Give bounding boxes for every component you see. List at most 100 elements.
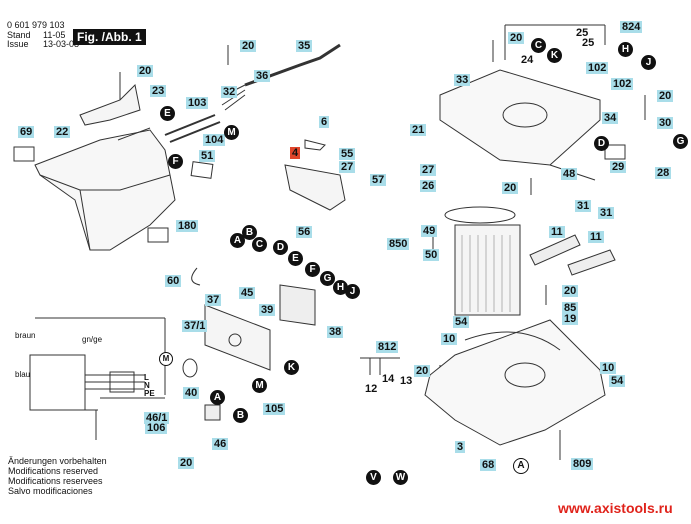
part-number: 0 601 979 103 bbox=[7, 20, 65, 30]
connector-C[interactable]: C bbox=[252, 237, 267, 252]
callout-33[interactable]: 33 bbox=[454, 74, 471, 86]
callout-27[interactable]: 27 bbox=[339, 161, 356, 173]
callout-29[interactable]: 29 bbox=[610, 161, 627, 173]
terminal-PE: PE bbox=[144, 389, 155, 398]
callout-31[interactable]: 31 bbox=[575, 200, 592, 212]
callout-103[interactable]: 103 bbox=[186, 97, 209, 109]
label-69 bbox=[13, 146, 35, 162]
callout-10[interactable]: 10 bbox=[600, 362, 617, 374]
connector-C[interactable]: C bbox=[531, 38, 546, 53]
callout-20[interactable]: 20 bbox=[414, 365, 431, 377]
callout-46-1[interactable]: 46/1 bbox=[144, 412, 170, 424]
callout-20[interactable]: 20 bbox=[508, 32, 525, 44]
callout-37[interactable]: 37 bbox=[205, 294, 222, 306]
connector-G[interactable]: G bbox=[673, 134, 688, 149]
connector-A[interactable]: A bbox=[230, 233, 245, 248]
connector-J[interactable]: J bbox=[345, 284, 360, 299]
connector-J[interactable]: J bbox=[641, 55, 656, 70]
connector-K[interactable]: K bbox=[284, 360, 299, 375]
connector-A[interactable]: A bbox=[513, 458, 529, 474]
connector-B[interactable]: B bbox=[242, 225, 257, 240]
connector-F[interactable]: F bbox=[168, 154, 183, 169]
callout-104[interactable]: 104 bbox=[203, 134, 226, 146]
callout-28[interactable]: 28 bbox=[655, 167, 672, 179]
callout-50[interactable]: 50 bbox=[423, 249, 440, 261]
connector-D[interactable]: D bbox=[594, 136, 609, 151]
callout-38[interactable]: 38 bbox=[327, 326, 344, 338]
connector-H[interactable]: H bbox=[333, 280, 348, 295]
connector-G[interactable]: G bbox=[320, 271, 335, 286]
circuit-board-part-38 bbox=[279, 284, 316, 326]
callout-20[interactable]: 20 bbox=[137, 65, 154, 77]
callout-809[interactable]: 809 bbox=[571, 458, 594, 470]
callout-3[interactable]: 3 bbox=[455, 441, 466, 453]
terminal-L: L bbox=[144, 373, 149, 382]
callout-40[interactable]: 40 bbox=[183, 387, 200, 399]
top-housing-part-21 bbox=[439, 69, 601, 166]
connector-W[interactable]: W bbox=[393, 470, 408, 485]
callout-102[interactable]: 102 bbox=[586, 62, 609, 74]
callout-20[interactable]: 20 bbox=[657, 90, 674, 102]
connector-D[interactable]: D bbox=[273, 240, 288, 255]
callout-32[interactable]: 32 bbox=[221, 86, 238, 98]
callout-19[interactable]: 19 bbox=[562, 313, 579, 325]
connector-M[interactable]: M bbox=[252, 378, 267, 393]
note-fr: Modifications reservees bbox=[8, 476, 103, 486]
callout-37-1[interactable]: 37/1 bbox=[182, 320, 208, 332]
callout-23[interactable]: 23 bbox=[150, 85, 167, 97]
callout-45[interactable]: 45 bbox=[239, 287, 256, 299]
issue-label: Issue bbox=[7, 39, 29, 49]
callout-26[interactable]: 26 bbox=[420, 180, 437, 192]
callout-30[interactable]: 30 bbox=[657, 117, 674, 129]
callout-46[interactable]: 46 bbox=[212, 438, 229, 450]
callout-55[interactable]: 55 bbox=[339, 148, 356, 160]
figure-title: Fig. /Abb. 1 bbox=[73, 29, 146, 45]
connector-M[interactable]: M bbox=[224, 125, 239, 140]
callout-105[interactable]: 105 bbox=[263, 403, 286, 415]
connector-F[interactable]: F bbox=[305, 262, 320, 277]
connector-B[interactable]: B bbox=[233, 408, 248, 423]
callout-850[interactable]: 850 bbox=[387, 238, 410, 250]
callout-48[interactable]: 48 bbox=[561, 168, 578, 180]
callout-4[interactable]: 4 bbox=[290, 147, 301, 159]
callout-56[interactable]: 56 bbox=[296, 226, 313, 238]
callout-106[interactable]: 106 bbox=[145, 422, 168, 434]
callout-180[interactable]: 180 bbox=[176, 220, 199, 232]
callout-11[interactable]: 11 bbox=[588, 231, 604, 243]
callout-812[interactable]: 812 bbox=[376, 341, 399, 353]
callout-20[interactable]: 20 bbox=[562, 285, 579, 297]
callout-60[interactable]: 60 bbox=[165, 275, 182, 287]
callout-102[interactable]: 102 bbox=[611, 78, 634, 90]
callout-11[interactable]: 11 bbox=[549, 226, 565, 238]
callout-54[interactable]: 54 bbox=[453, 316, 470, 328]
callout-49[interactable]: 49 bbox=[421, 225, 438, 237]
callout-34[interactable]: 34 bbox=[602, 112, 619, 124]
callout-6[interactable]: 6 bbox=[319, 116, 330, 128]
callout-68[interactable]: 68 bbox=[480, 459, 497, 471]
callout-69[interactable]: 69 bbox=[18, 126, 35, 138]
callout-85[interactable]: 85 bbox=[562, 302, 579, 314]
label-14: 14 bbox=[382, 373, 395, 385]
connector-K[interactable]: K bbox=[547, 48, 562, 63]
callout-824[interactable]: 824 bbox=[620, 21, 643, 33]
connector-E[interactable]: E bbox=[288, 251, 303, 266]
callout-20[interactable]: 20 bbox=[502, 182, 519, 194]
callout-31[interactable]: 31 bbox=[598, 207, 615, 219]
callout-22[interactable]: 22 bbox=[54, 126, 71, 138]
callout-10[interactable]: 10 bbox=[441, 333, 458, 345]
connector-V[interactable]: V bbox=[366, 470, 381, 485]
website-link[interactable]: www.axistools.ru bbox=[558, 500, 673, 516]
callout-20[interactable]: 20 bbox=[178, 457, 195, 469]
connector-H[interactable]: H bbox=[618, 42, 633, 57]
connector-A[interactable]: A bbox=[210, 390, 225, 405]
callout-51[interactable]: 51 bbox=[199, 150, 216, 162]
callout-39[interactable]: 39 bbox=[259, 304, 276, 316]
callout-54[interactable]: 54 bbox=[609, 375, 626, 387]
connector-E[interactable]: E bbox=[160, 106, 175, 121]
callout-21[interactable]: 21 bbox=[410, 124, 427, 136]
callout-36[interactable]: 36 bbox=[254, 70, 271, 82]
callout-27[interactable]: 27 bbox=[420, 164, 437, 176]
callout-20[interactable]: 20 bbox=[240, 40, 257, 52]
callout-57[interactable]: 57 bbox=[370, 174, 387, 186]
callout-35[interactable]: 35 bbox=[296, 40, 313, 52]
